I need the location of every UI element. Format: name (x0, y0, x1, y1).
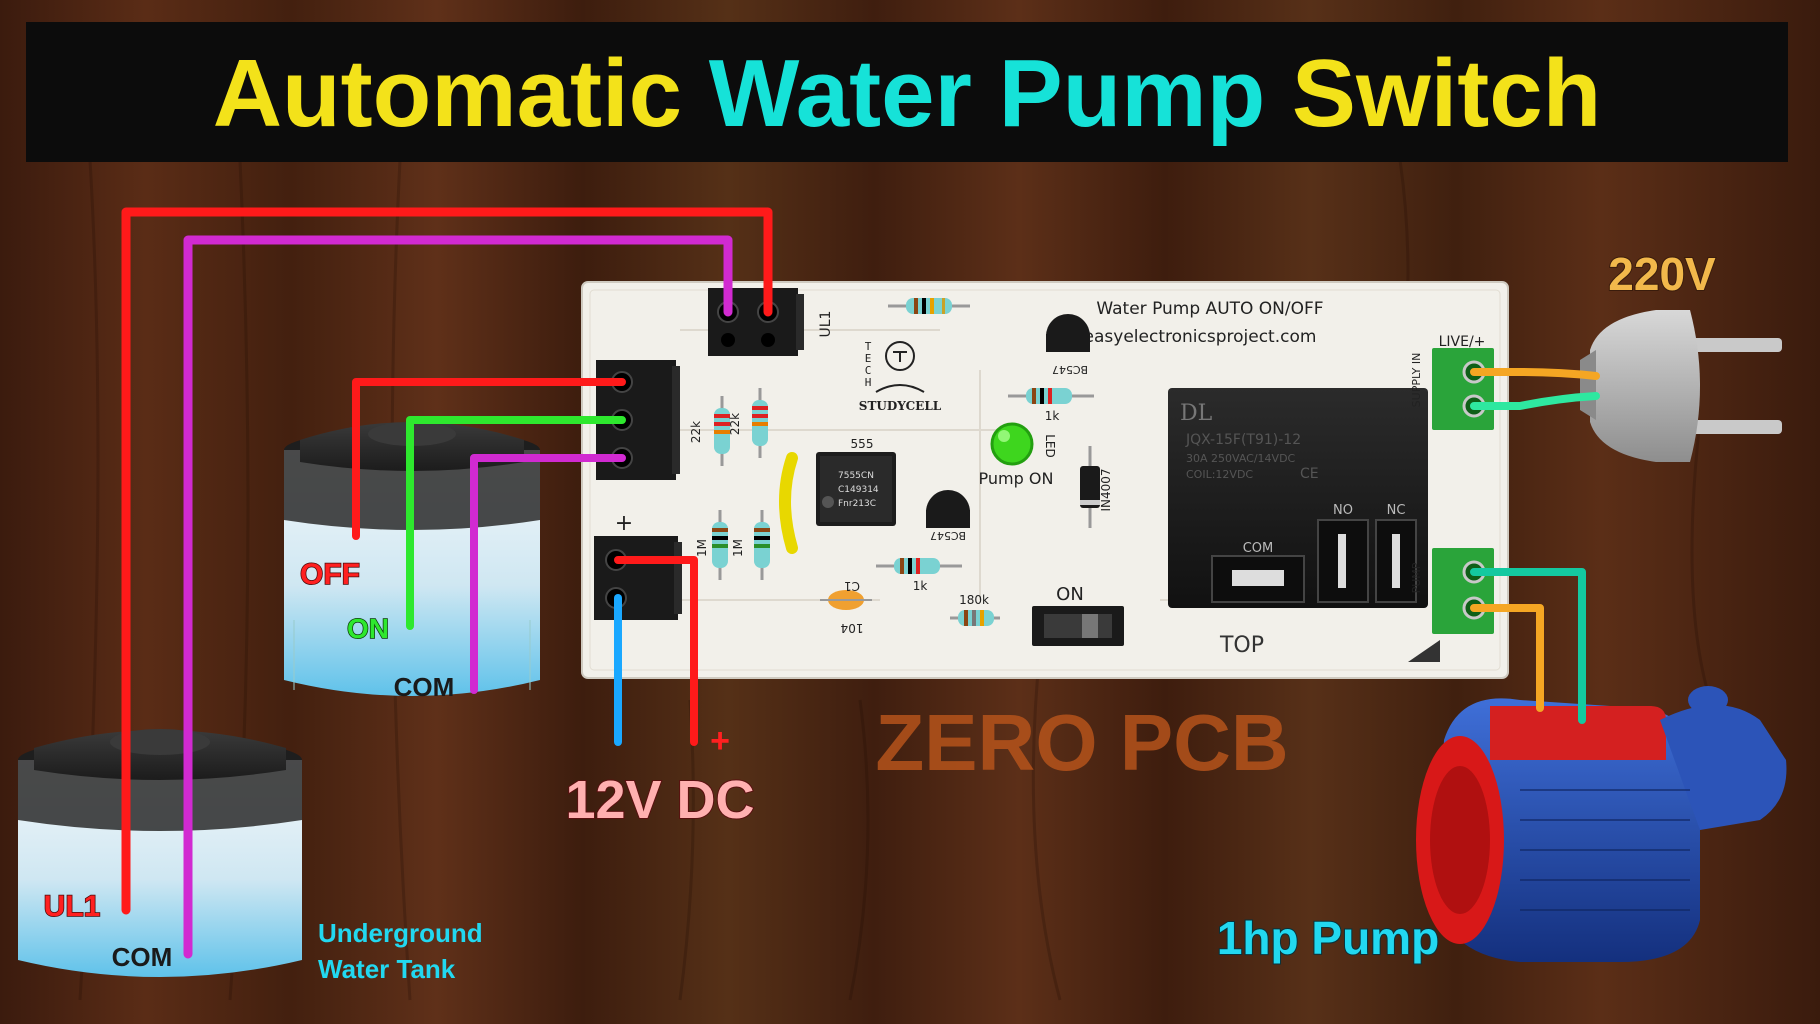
svg-text:IN4007: IN4007 (1099, 468, 1113, 511)
ic-555-timer: 555 7555CN C149314 Fnr213C (816, 437, 896, 526)
svg-text:COIL:12VDC: COIL:12VDC (1186, 468, 1253, 481)
svg-text:30A 250VAC/14VDC: 30A 250VAC/14VDC (1186, 452, 1296, 465)
svg-text:1k: 1k (913, 579, 928, 593)
pump-terminal-block[interactable] (1432, 548, 1494, 634)
ac-plug (1580, 310, 1782, 462)
label-ug-tank-line1: Underground (318, 918, 483, 948)
title-part-automatic: Automatic (213, 40, 709, 147)
label-12v-dc: 12V DC (565, 770, 754, 830)
label-ug-com: COM (112, 942, 173, 972)
resistor-top (888, 298, 970, 314)
pump-motor (1416, 686, 1787, 962)
svg-text:NC: NC (1387, 503, 1406, 518)
wire-supply-teal (1470, 392, 1600, 410)
svg-text:STUDYCELL: STUDYCELL (859, 399, 942, 413)
resistor-1k-b: 1k (876, 558, 962, 593)
page-title: Automatic Water Pump Switch (213, 40, 1602, 147)
svg-text:H: H (865, 376, 872, 389)
pcb-corner-marker (1408, 640, 1440, 662)
label-overhead-on: ON (347, 613, 389, 644)
wire-off-red (352, 378, 626, 540)
svg-text:C149314: C149314 (838, 485, 879, 495)
power-slide-switch[interactable]: ON (1032, 584, 1124, 646)
svg-text:104: 104 (841, 621, 864, 635)
supply-terminal-label: SUPPLY IN (1410, 353, 1423, 408)
svg-text:1k: 1k (1045, 409, 1060, 423)
wire-on-green (406, 416, 626, 630)
diode-in4007: IN4007 (1080, 446, 1113, 528)
studycell-logo: T E C H STUDYCELL (859, 340, 942, 413)
svg-text:180k: 180k (959, 593, 989, 607)
label-zero-pcb: ZERO PCB (875, 698, 1288, 787)
svg-text:Fnr213C: Fnr213C (838, 499, 876, 509)
resistor-1m-b: 1M (731, 510, 770, 580)
label-ug-tank-line2: Water Tank (318, 954, 456, 984)
resistor-1k-a: 1k (1008, 388, 1094, 423)
pump-on-led: LED Pump ON (979, 422, 1057, 488)
capacitor-yellow (779, 452, 798, 554)
svg-text:C1: C1 (844, 579, 860, 593)
wire-ul-com-magenta (183, 235, 733, 959)
wire-pump-orange (1470, 604, 1544, 712)
dc-plus-mark: + (615, 511, 633, 536)
label-overhead-off: OFF (300, 558, 360, 591)
ul1-terminal-block[interactable]: UL1 (708, 288, 834, 356)
pcb-website: easyelectronicsproject.com (1084, 327, 1317, 347)
resistor-180k: 180k (950, 593, 1000, 626)
wire-dc-positive-red (614, 556, 698, 746)
svg-text:C: C (865, 364, 872, 377)
relay: DL JQX-15F(T91)-12 30A 250VAC/14VDC COIL… (1168, 388, 1428, 608)
svg-text:1M: 1M (695, 539, 709, 557)
title-part-switch: Switch (1292, 40, 1601, 147)
svg-text:7555CN: 7555CN (838, 471, 874, 481)
svg-text:T: T (865, 340, 872, 353)
wires (121, 207, 1600, 959)
svg-text:NO: NO (1333, 503, 1353, 518)
label-ug-ul1: UL1 (44, 890, 101, 923)
supply-terminal-block[interactable] (1432, 348, 1494, 430)
svg-text:BC547: BC547 (930, 529, 966, 542)
label-220v: 220V (1608, 248, 1716, 300)
svg-text:BC547: BC547 (1052, 363, 1088, 376)
title-bar (26, 22, 1788, 162)
underground-tank (18, 729, 302, 977)
svg-text:555: 555 (851, 437, 874, 451)
live-label: LIVE/+ (1439, 334, 1486, 350)
resistor-22k-a: 22k (689, 396, 730, 466)
label-overhead-com: COM (394, 672, 455, 702)
pump-terminal-label: PUMP (1410, 562, 1423, 593)
svg-text:DL: DL (1180, 401, 1213, 426)
wire-pump-teal (1470, 568, 1586, 724)
wire-com-magenta (470, 454, 626, 694)
label-1hp-pump: 1hp Pump (1217, 912, 1439, 964)
svg-text:LED: LED (1043, 434, 1057, 458)
resistor-22k-b: 22k (728, 388, 768, 458)
pcb-board: Water Pump AUTO ON/OFF easyelectronicspr… (581, 281, 1509, 679)
label-dc-plus: + (710, 722, 730, 760)
ul1-terminal-label: UL1 (818, 311, 834, 338)
svg-text:ON: ON (1056, 584, 1084, 605)
title-part-water-pump: Water Pump (709, 40, 1292, 147)
svg-text:JQX-15F(T91)-12: JQX-15F(T91)-12 (1185, 432, 1301, 448)
wire-supply-orange (1470, 368, 1600, 380)
led-label: Pump ON (979, 469, 1054, 488)
svg-text:E: E (865, 352, 872, 365)
transistor-q1: BC547 (1046, 314, 1090, 376)
svg-text:COM: COM (1243, 541, 1274, 556)
svg-text:1M: 1M (731, 539, 745, 557)
resistor-1m-a: 1M (695, 510, 728, 580)
pcb-title: Water Pump AUTO ON/OFF (1096, 299, 1323, 319)
transistor-q2: BC547 (926, 490, 970, 542)
wire-ul1-red (121, 207, 773, 915)
svg-text:22k: 22k (728, 413, 742, 435)
capacitor-c1: C1 104 (820, 579, 872, 635)
pcb-top-label: TOP (1219, 633, 1264, 658)
svg-text:CE: CE (1300, 466, 1319, 482)
svg-text:22k: 22k (689, 421, 703, 443)
